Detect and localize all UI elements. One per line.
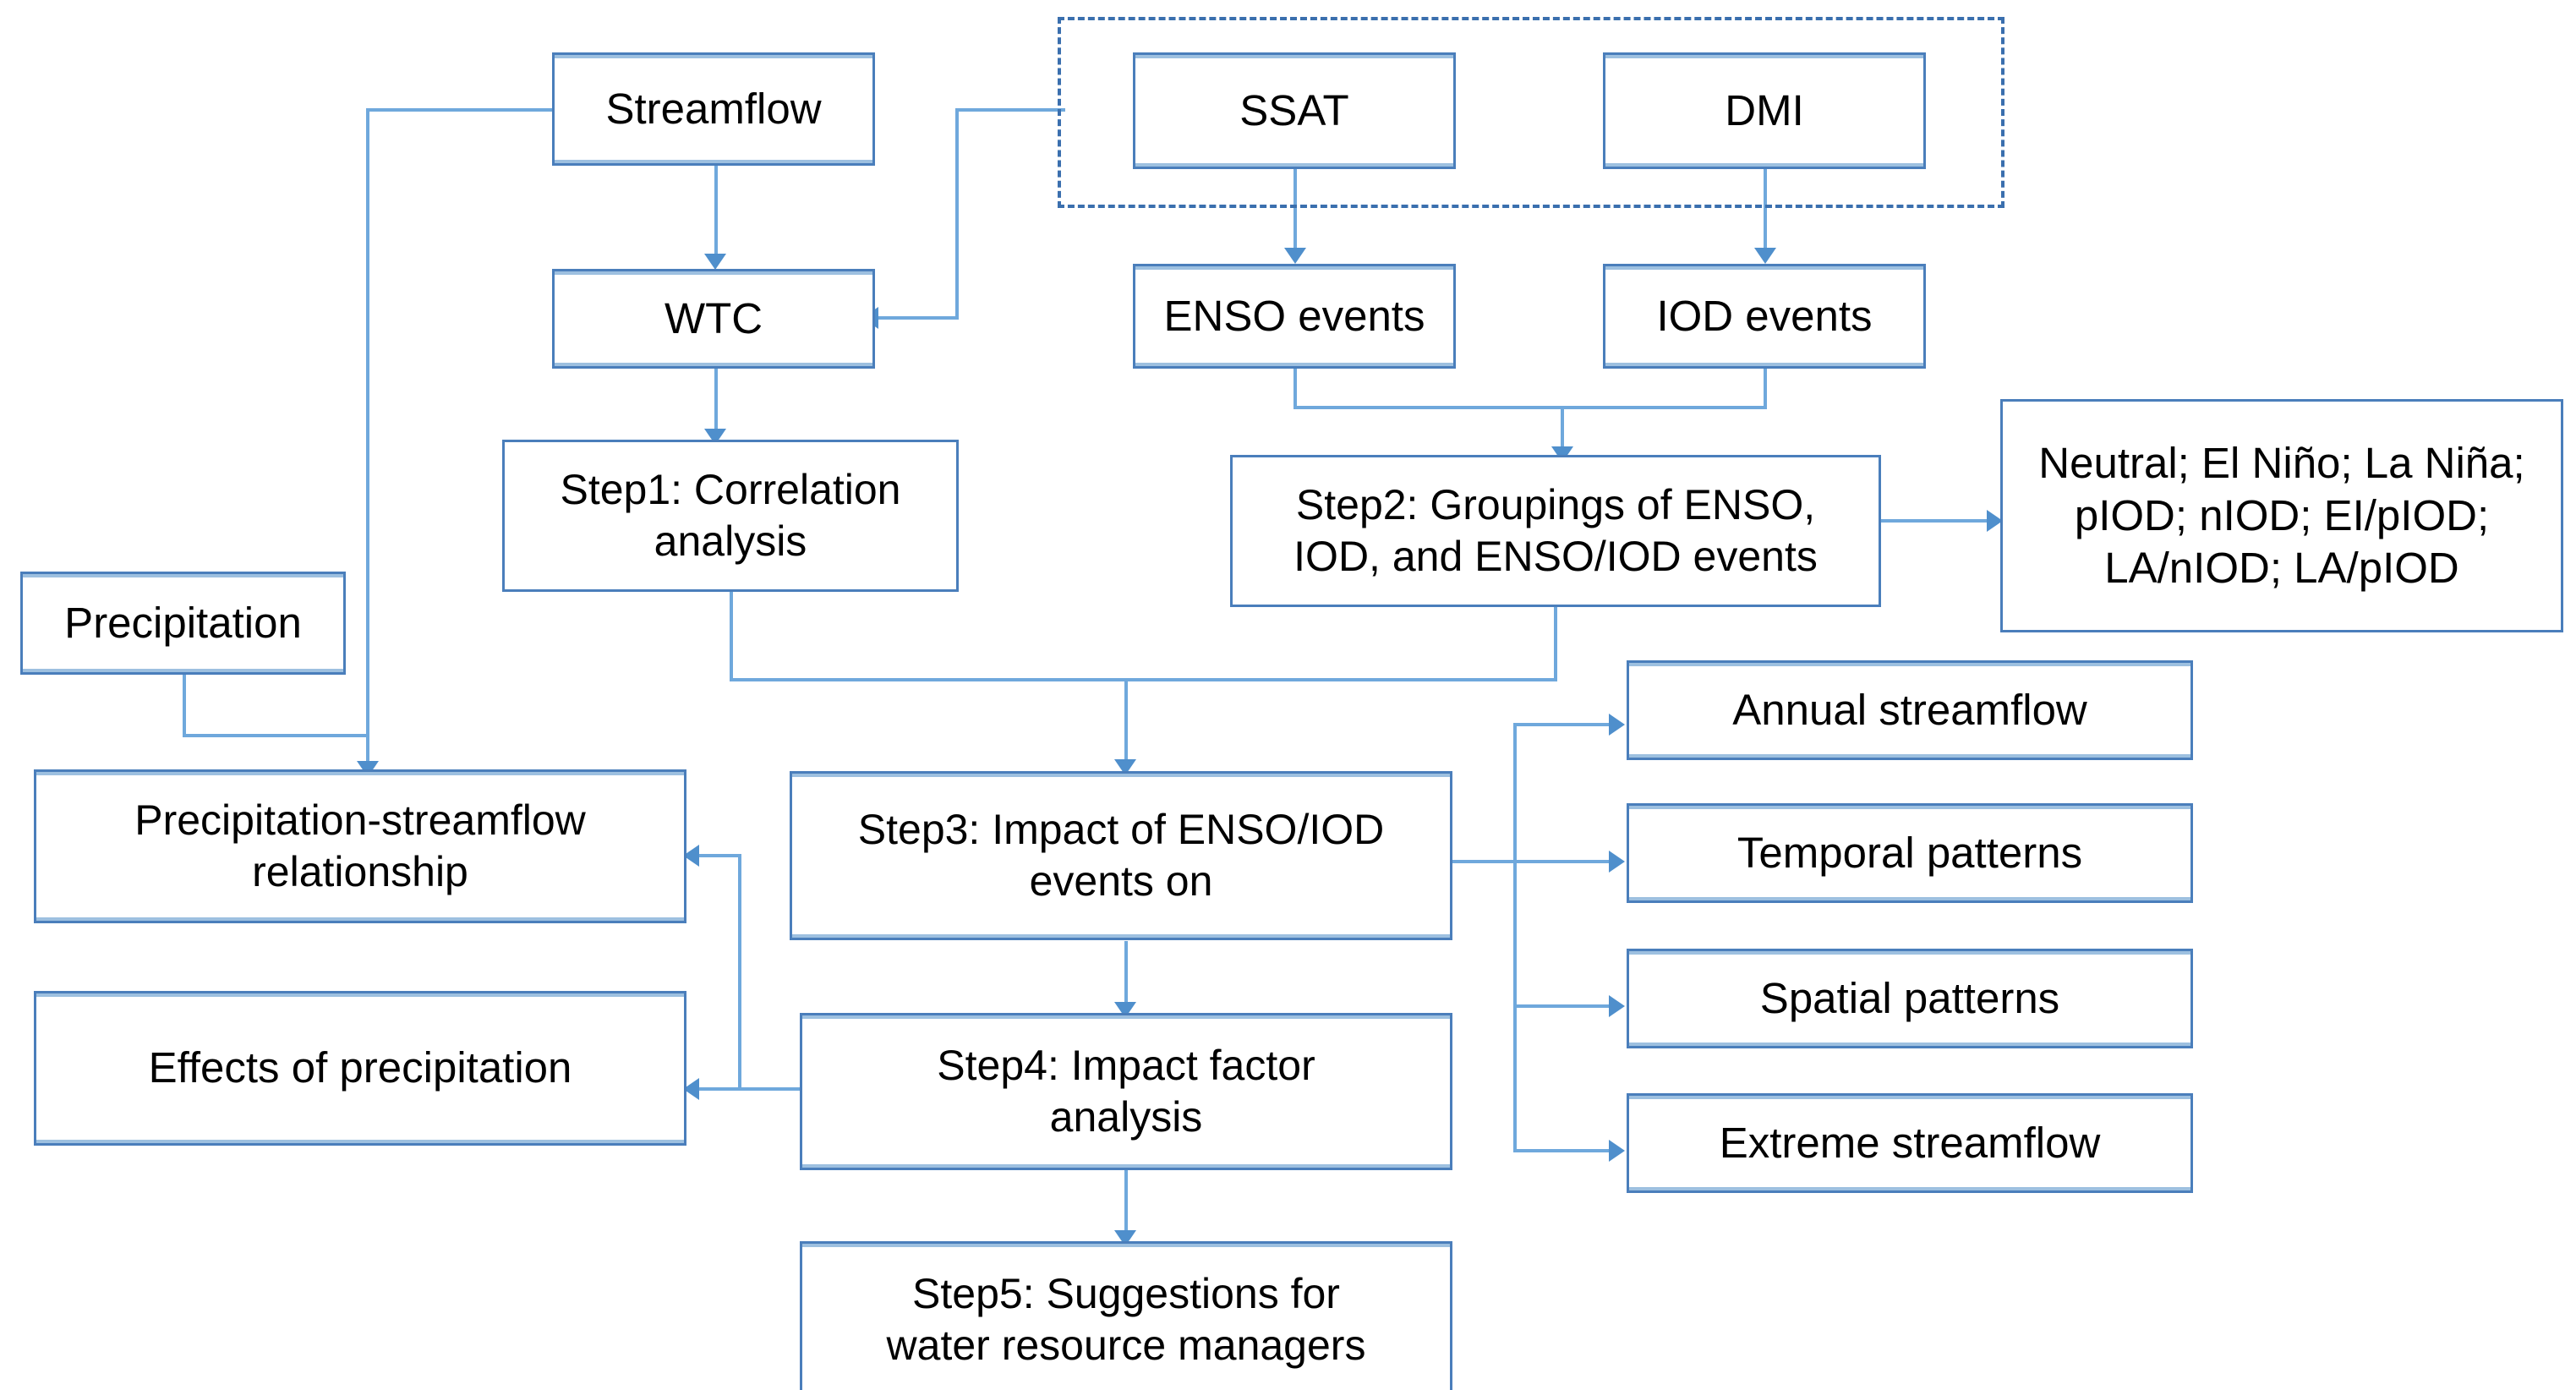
node-step2[interactable]: Step2: Groupings of ENSO, IOD, and ENSO/… xyxy=(1230,455,1881,607)
connector-steps-merge-bar xyxy=(730,678,1557,681)
node-ssat[interactable]: SSAT xyxy=(1133,52,1456,169)
node-effects-of-precipitation-label: Effects of precipitation xyxy=(148,1043,572,1092)
connector-precipitation-right xyxy=(183,734,369,737)
node-temporal-patterns-label: Temporal patterns xyxy=(1736,828,2083,877)
node-spatial-patterns-label: Spatial patterns xyxy=(1759,973,2060,1022)
node-step5[interactable]: Step5: Suggestions for water resource ma… xyxy=(800,1241,1452,1390)
connector-step1-down xyxy=(730,592,733,681)
node-iod-events[interactable]: IOD events xyxy=(1603,264,1926,369)
node-precipitation-label: Precipitation xyxy=(64,598,302,647)
node-precip-streamflow-relationship-label: Precipitation-streamflow relationship xyxy=(134,796,586,895)
arrowhead-trunk-to-temporal xyxy=(1609,851,1625,873)
connector-iod-down xyxy=(1764,369,1767,409)
node-ssat-label: SSAT xyxy=(1239,85,1349,134)
connector-group-to-wtc-top xyxy=(955,108,1065,112)
node-streamflow[interactable]: Streamflow xyxy=(552,52,875,166)
node-step3[interactable]: Step3: Impact of ENSO/IOD events on xyxy=(790,771,1452,940)
connector-trunk-to-temporal xyxy=(1513,860,1615,863)
node-step5-label: Step5: Suggestions for water resource ma… xyxy=(886,1270,1366,1369)
connector-trunk-to-annual xyxy=(1513,723,1615,726)
node-wtc-label: WTC xyxy=(664,293,763,342)
node-dmi-label: DMI xyxy=(1725,85,1804,134)
connector-step2-down xyxy=(1554,607,1557,681)
connector-wtc-to-step1 xyxy=(714,369,718,441)
climate-index-group-box xyxy=(1058,17,2004,208)
node-precip-streamflow-relationship[interactable]: Precipitation-streamflow relationship xyxy=(34,769,686,923)
arrowhead-trunk-to-extreme xyxy=(1609,1140,1625,1162)
node-step1[interactable]: Step1: Correlation analysis xyxy=(502,440,959,592)
connector-output-trunk xyxy=(1513,723,1517,1152)
node-step2-label: Step2: Groupings of ENSO, IOD, and ENSO/… xyxy=(1293,481,1818,580)
connector-streamflow-down-long xyxy=(366,108,369,767)
node-step1-label: Step1: Correlation analysis xyxy=(560,466,901,565)
node-annual-streamflow-label: Annual streamflow xyxy=(1732,685,2087,734)
node-groupings[interactable]: Neutral; El Niño; La Niña; pIOD; nIOD; E… xyxy=(2000,399,2563,632)
node-groupings-label: Neutral; El Niño; La Niña; pIOD; nIOD; E… xyxy=(2038,438,2525,593)
connector-trunk-to-extreme xyxy=(1513,1149,1615,1152)
node-temporal-patterns[interactable]: Temporal patterns xyxy=(1627,803,2193,903)
node-step3-label: Step3: Impact of ENSO/IOD events on xyxy=(857,806,1385,905)
node-dmi[interactable]: DMI xyxy=(1603,52,1926,169)
connector-streamflow-to-wtc xyxy=(714,166,718,259)
connector-group-to-wtc-bottom xyxy=(872,316,959,320)
arrowhead-ssat-to-enso xyxy=(1284,248,1306,264)
node-extreme-streamflow-label: Extreme streamflow xyxy=(1719,1118,2101,1167)
node-extreme-streamflow[interactable]: Extreme streamflow xyxy=(1627,1093,2193,1193)
connector-left-feedback-trunk xyxy=(738,854,741,1091)
connector-trunk-to-spatial xyxy=(1513,1004,1615,1008)
connector-streamflow-left-stub xyxy=(366,108,554,112)
connector-step4-to-step5 xyxy=(1124,1169,1128,1243)
connector-dmi-to-iod xyxy=(1764,169,1767,254)
node-enso-events[interactable]: ENSO events xyxy=(1133,264,1456,369)
connector-step3-to-step4 xyxy=(1124,941,1128,1014)
connector-group-to-wtc-vert xyxy=(955,108,959,320)
node-annual-streamflow[interactable]: Annual streamflow xyxy=(1627,660,2193,760)
node-iod-events-label: IOD events xyxy=(1656,291,1873,340)
node-precipitation[interactable]: Precipitation xyxy=(20,572,346,675)
arrowhead-feedback-to-precip-streamflow xyxy=(683,845,699,867)
node-wtc[interactable]: WTC xyxy=(552,269,875,369)
connector-enso-iod-merge xyxy=(1293,406,1767,409)
arrowhead-feedback-to-effects xyxy=(683,1078,699,1100)
arrowhead-trunk-to-annual xyxy=(1609,714,1625,736)
node-effects-of-precipitation[interactable]: Effects of precipitation xyxy=(34,991,686,1146)
node-step4-label: Step4: Impact factor analysis xyxy=(937,1042,1315,1141)
connector-ssat-to-enso xyxy=(1293,169,1297,254)
node-streamflow-label: Streamflow xyxy=(605,84,822,133)
connector-step3-to-trunk xyxy=(1452,860,1517,863)
connector-step2-to-groupings xyxy=(1880,519,1994,523)
arrowhead-streamflow-to-wtc xyxy=(704,254,726,270)
arrowhead-trunk-to-spatial xyxy=(1609,995,1625,1017)
connector-enso-down xyxy=(1293,369,1297,409)
arrowhead-dmi-to-iod xyxy=(1754,248,1776,264)
node-step4[interactable]: Step4: Impact factor analysis xyxy=(800,1013,1452,1170)
connector-feedback-to-precip-streamflow xyxy=(693,854,741,857)
connector-precipitation-down xyxy=(183,675,186,737)
arrowhead-step2-to-groupings xyxy=(1987,510,2003,532)
connector-merge-to-step3 xyxy=(1124,678,1128,771)
connector-merge-to-step2 xyxy=(1561,406,1564,458)
node-enso-events-label: ENSO events xyxy=(1163,291,1425,340)
node-spatial-patterns[interactable]: Spatial patterns xyxy=(1627,949,2193,1048)
